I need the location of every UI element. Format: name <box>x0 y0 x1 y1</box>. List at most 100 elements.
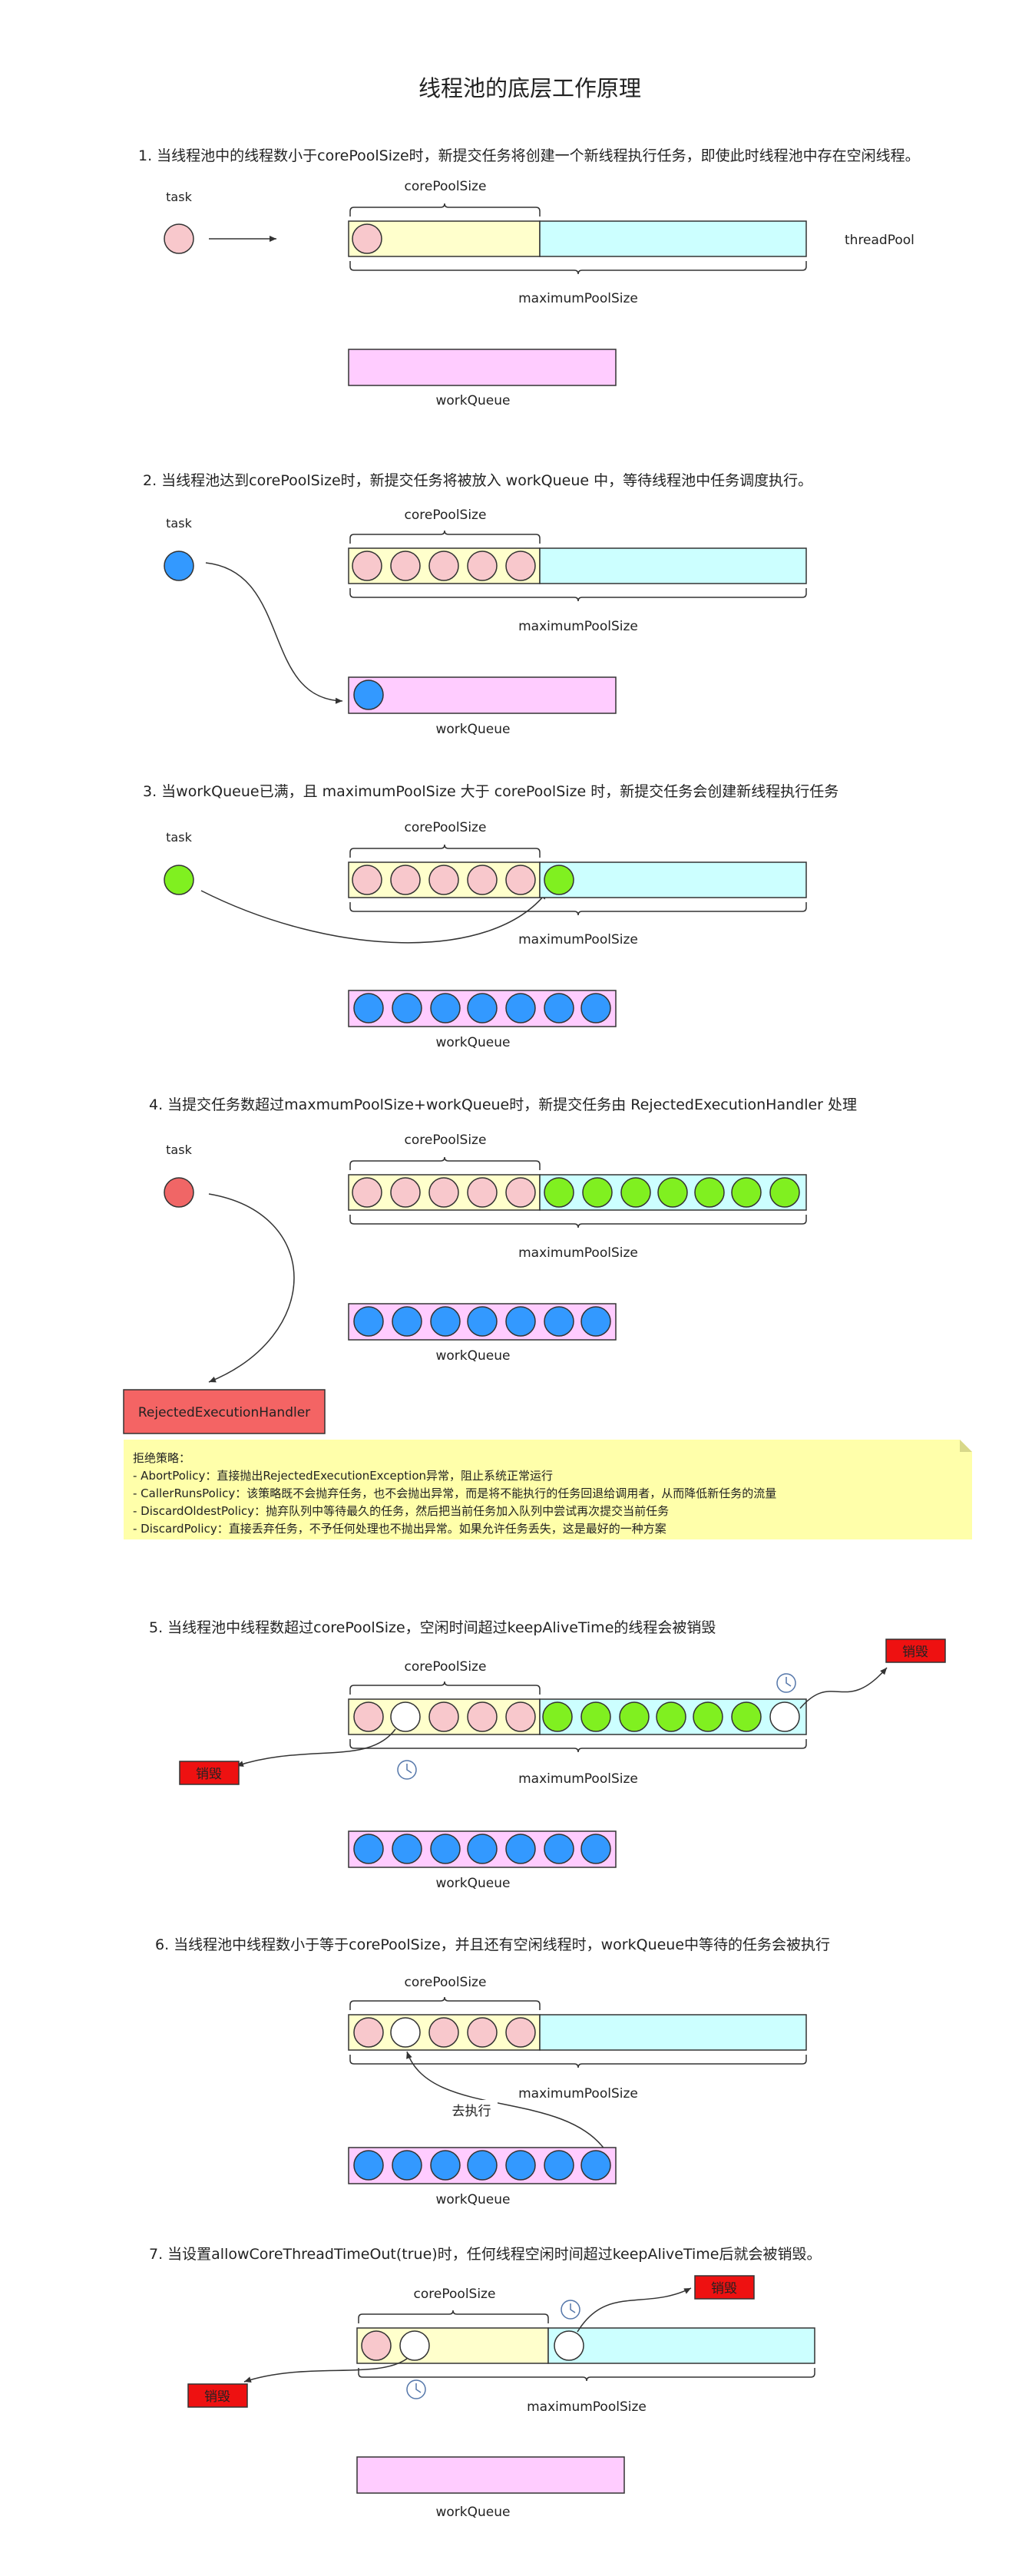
section-7-heading: 7. 当设置allowCoreThreadTimeOut(true)时，任何线程… <box>149 2246 821 2263</box>
queued-task-circle <box>353 1834 384 1864</box>
thread-circle <box>428 1177 459 1208</box>
core-brace <box>349 530 541 544</box>
queued-task-circle <box>580 1834 611 1864</box>
max-pool-rect <box>539 547 807 584</box>
thread-circle <box>352 1177 382 1208</box>
thread-circle <box>390 551 421 581</box>
page-title: 线程池的底层工作原理 <box>418 75 641 101</box>
core-pool-label: corePoolSize <box>414 2287 496 2302</box>
rejected-handler-box <box>123 1389 326 1434</box>
work-queue-label: workQueue <box>436 1035 511 1050</box>
section-6-heading: 6. 当线程池中线程数小于等于corePoolSize，并且还有空闲线程时，wo… <box>155 1936 830 1953</box>
idle-thread-circle <box>390 1701 421 1732</box>
reject-arrow <box>208 1193 295 1383</box>
core-brace <box>349 1156 541 1170</box>
new-thread-circle <box>769 1177 800 1208</box>
destroy-arrow <box>799 1667 888 1709</box>
thread-circle <box>505 865 536 895</box>
queued-task-circle <box>430 1306 461 1337</box>
queued-task-circle <box>505 1306 536 1337</box>
destroy-label: 销毁 <box>196 1767 222 1782</box>
queued-task-circle <box>544 1306 574 1337</box>
work-queue-rect <box>348 349 617 386</box>
max-pool-label: maximumPoolSize <box>518 619 638 634</box>
thread-circle <box>361 2330 392 2361</box>
new-thread-circle <box>694 1177 725 1208</box>
task-circle <box>164 865 194 895</box>
max-brace <box>349 2055 807 2068</box>
new-thread-circle <box>544 865 574 895</box>
queued-task-circle <box>580 993 611 1023</box>
queued-task-circle <box>544 993 574 1023</box>
new-thread-circle <box>544 1177 574 1208</box>
core-pool-label: corePoolSize <box>405 820 487 835</box>
core-brace <box>349 203 541 217</box>
core-pool-label: corePoolSize <box>405 1975 487 1990</box>
queued-task-circle <box>544 2150 574 2181</box>
max-brace <box>358 2368 815 2382</box>
queued-task-circle <box>580 2150 611 2181</box>
max-pool-rect <box>539 861 807 898</box>
queued-task-circle <box>580 1306 611 1337</box>
core-brace <box>349 1996 541 2010</box>
execute-arrow <box>406 2051 606 2151</box>
clock-icon <box>561 2300 580 2320</box>
thread-circle <box>467 2017 498 2048</box>
task-label: task <box>166 516 192 531</box>
queued-task-circle <box>544 1834 574 1864</box>
queued-task-circle <box>430 2150 461 2181</box>
destroy-arrow <box>243 2358 408 2383</box>
task-label: task <box>166 190 192 204</box>
idle-thread-circle <box>769 1701 800 1732</box>
new-thread-circle <box>656 1701 686 1732</box>
core-brace <box>358 2310 549 2323</box>
max-brace <box>349 1215 807 1228</box>
queued-task-circle <box>353 680 384 710</box>
queued-task-circle <box>467 2150 498 2181</box>
destroy-label: 销毁 <box>711 2281 737 2297</box>
destroy-arrow <box>577 2287 692 2333</box>
idle-thread-circle <box>399 2330 430 2361</box>
destroy-arrow <box>236 1728 396 1767</box>
section-1-heading: 1. 当线程池中的线程数小于corePoolSize时，新提交任务将创建一个新线… <box>138 147 920 164</box>
new-thread-circle <box>693 1701 723 1732</box>
max-pool-rect <box>539 2014 807 2051</box>
queued-task-circle <box>505 1834 536 1864</box>
thread-circle <box>428 2017 459 2048</box>
new-thread-arrow <box>200 890 547 944</box>
rejection-policy-note: 拒绝策略： - AbortPolicy：直接抛出RejectedExecutio… <box>124 1440 972 1539</box>
max-pool-label: maximumPoolSize <box>518 2086 638 2101</box>
new-thread-circle <box>582 1177 613 1208</box>
execute-label: 去执行 <box>452 2104 491 2119</box>
section-3-heading: 3. 当workQueue已满，且 maximumPoolSize 大于 cor… <box>143 783 838 800</box>
idle-thread-circle <box>390 2017 421 2048</box>
thread-circle <box>428 551 459 581</box>
max-pool-label: maximumPoolSize <box>527 2399 647 2415</box>
work-queue-label: workQueue <box>436 393 511 408</box>
queued-task-circle <box>392 1306 422 1337</box>
core-pool-label: corePoolSize <box>405 1659 487 1675</box>
new-thread-circle <box>731 1177 762 1208</box>
task-circle <box>164 551 194 581</box>
idle-thread-circle <box>554 2330 584 2361</box>
thread-pool-label: threadPool <box>845 233 915 248</box>
work-queue-label: workQueue <box>436 2505 511 2520</box>
thread-circle <box>467 1177 498 1208</box>
max-pool-rect <box>547 2327 815 2364</box>
core-pool-label: corePoolSize <box>405 179 487 194</box>
task-circle <box>164 223 194 254</box>
max-brace <box>349 588 807 602</box>
section-1: 1. 当线程池中的线程数小于corePoolSize时，新提交任务将创建一个新线… <box>138 147 920 408</box>
destroy-badge <box>885 1639 946 1663</box>
thread-circle <box>505 1177 536 1208</box>
queued-task-circle <box>430 1834 461 1864</box>
core-pool-label: corePoolSize <box>405 1133 487 1148</box>
new-thread-circle <box>731 1701 762 1732</box>
max-brace <box>349 1739 807 1753</box>
note-line: - AbortPolicy：直接抛出RejectedExecutionExcep… <box>133 1469 553 1483</box>
enqueue-arrow <box>205 562 343 704</box>
queued-task-circle <box>392 1834 422 1864</box>
destroy-label: 销毁 <box>204 2389 230 2405</box>
queued-task-circle <box>353 1306 384 1337</box>
